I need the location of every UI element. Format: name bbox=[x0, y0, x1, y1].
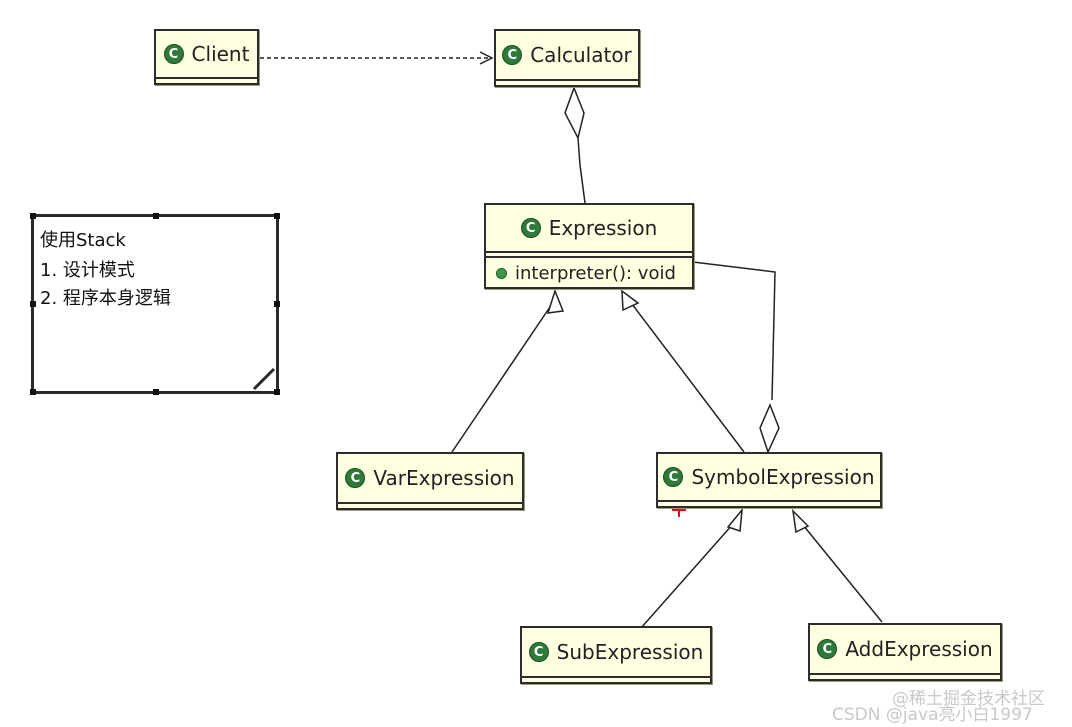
resize-handle[interactable] bbox=[30, 389, 36, 395]
resize-handle[interactable] bbox=[274, 389, 280, 395]
generalization-var-expression bbox=[451, 303, 553, 453]
generalization-sub-symbol bbox=[640, 523, 734, 629]
resize-handle[interactable] bbox=[274, 213, 280, 219]
generalization-add-symbol bbox=[802, 524, 883, 623]
class-symbol-expression[interactable]: C SymbolExpression bbox=[656, 452, 882, 508]
resize-handle[interactable] bbox=[153, 389, 159, 395]
generalization-triangle-add bbox=[791, 508, 810, 534]
generalization-symbol-expression bbox=[631, 303, 745, 453]
class-var-expression[interactable]: C VarExpression bbox=[336, 452, 524, 510]
class-icon: C bbox=[663, 467, 684, 487]
note-folded-corner bbox=[252, 367, 276, 391]
watermark-csdn: CSDN @java亮小白1997 bbox=[832, 705, 1033, 725]
resize-handle[interactable] bbox=[274, 301, 280, 307]
class-name-symbol-expression: SymbolExpression bbox=[691, 465, 875, 489]
generalization-triangle-sub bbox=[726, 507, 743, 533]
class-name-var-expression: VarExpression bbox=[373, 466, 515, 490]
note-box[interactable]: 使用Stack 1. 设计模式 2. 程序本身逻辑 bbox=[30, 213, 280, 395]
resize-handle[interactable] bbox=[30, 301, 36, 307]
aggregation-line-calculator-expression bbox=[577, 137, 586, 204]
note-line-2: 1. 设计模式 bbox=[40, 260, 135, 281]
class-name-sub-expression: SubExpression bbox=[556, 640, 704, 664]
dependency-arrowhead bbox=[479, 51, 494, 65]
resize-handle[interactable] bbox=[30, 213, 36, 219]
class-expression[interactable]: C Expression interpreter(): void bbox=[484, 203, 694, 289]
generalization-triangle-var bbox=[546, 288, 565, 314]
class-icon: C bbox=[502, 45, 523, 65]
resize-handle[interactable] bbox=[153, 213, 159, 219]
note-line-1: 使用Stack bbox=[40, 230, 126, 251]
watermark-juejin: @稀土掘金技术社区 bbox=[892, 689, 1045, 709]
class-icon: C bbox=[817, 639, 838, 659]
class-add-expression[interactable]: C AddExpression bbox=[808, 623, 1002, 681]
note-line-3: 2. 程序本身逻辑 bbox=[40, 288, 171, 309]
class-icon: C bbox=[345, 468, 366, 488]
class-client[interactable]: C Client bbox=[154, 29, 259, 85]
class-calculator[interactable]: C Calculator bbox=[494, 29, 640, 87]
aggregation-diamond-calculator bbox=[564, 85, 585, 141]
method-interpreter[interactable]: interpreter(): void bbox=[486, 259, 692, 287]
aggregation-diamond-symbol bbox=[759, 403, 780, 455]
class-name-calculator: Calculator bbox=[530, 43, 632, 67]
class-icon: C bbox=[163, 44, 184, 64]
generalization-triangle-symbol bbox=[621, 289, 640, 312]
class-name-client: Client bbox=[191, 42, 250, 66]
method-signature: interpreter(): void bbox=[515, 262, 676, 284]
class-icon: C bbox=[520, 218, 541, 238]
class-sub-expression[interactable]: C SubExpression bbox=[520, 626, 712, 684]
aggregation-line-symbol-expression bbox=[692, 261, 776, 401]
class-name-add-expression: AddExpression bbox=[845, 637, 993, 661]
class-name-expression: Expression bbox=[548, 216, 658, 240]
class-icon: C bbox=[528, 642, 549, 662]
public-method-icon bbox=[496, 267, 507, 279]
